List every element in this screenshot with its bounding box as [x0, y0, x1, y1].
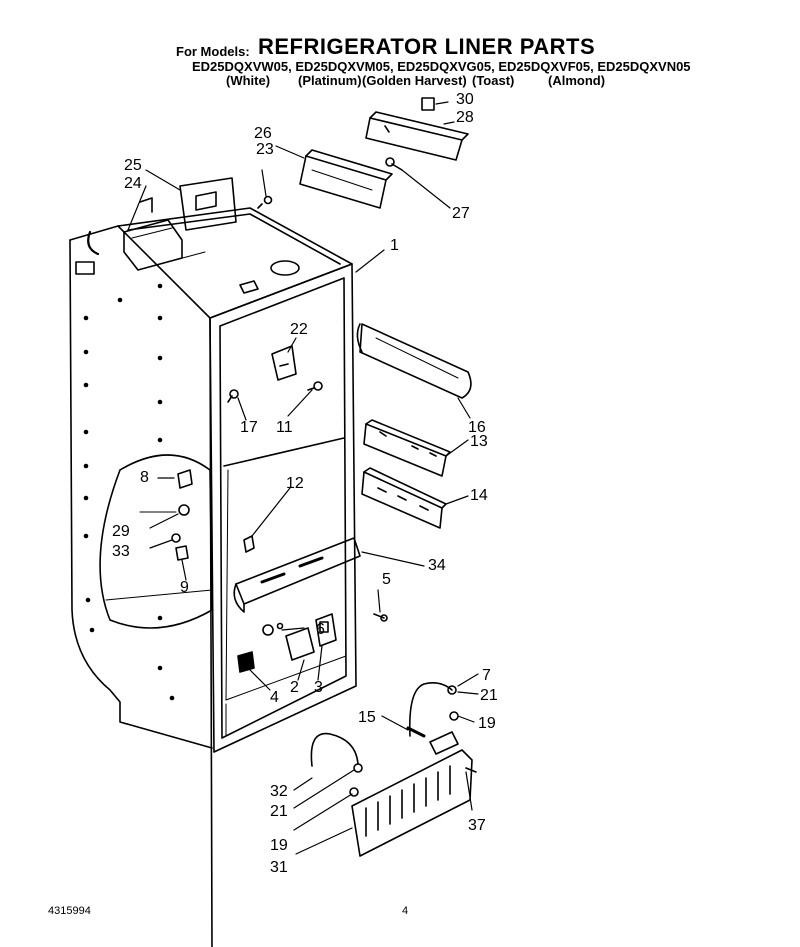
- page-header: For Models: REFRIGERATOR LINER PARTS ED2…: [0, 0, 800, 95]
- liner-cabinet: [69, 207, 357, 947]
- part-9: [175, 545, 189, 561]
- callout-6: 6: [316, 621, 325, 638]
- color-white: (White): [226, 73, 271, 88]
- fittings: [349, 685, 477, 797]
- tube-32: [310, 732, 359, 767]
- part-34: [233, 537, 361, 613]
- part-8: [177, 469, 193, 489]
- callout-13: 13: [470, 433, 488, 450]
- callout-2: 2: [290, 679, 299, 696]
- part-33: [171, 533, 181, 543]
- bracket-13: [363, 419, 451, 477]
- top-bracket-26: [299, 149, 393, 209]
- color-toast: (Toast): [472, 73, 515, 88]
- leader-lines: [127, 101, 479, 855]
- model-colors: (White) (Platinum) (Golden Harvest) (Toa…: [0, 73, 800, 91]
- doc-number: 4315994: [48, 905, 91, 917]
- callout-24: 24: [124, 175, 142, 192]
- part-2-3: [285, 613, 337, 661]
- callout-19-a: 19: [478, 715, 496, 732]
- callout-11: 11: [276, 419, 293, 436]
- color-golden-harvest: (Golden Harvest): [362, 73, 467, 88]
- screw-5: [373, 613, 388, 622]
- callout-7: 7: [482, 667, 491, 684]
- bracket-14: [361, 467, 447, 529]
- callout-34: 34: [428, 557, 446, 574]
- for-models-label: For Models:: [176, 44, 250, 59]
- callout-30: 30: [456, 91, 474, 108]
- callout-3: 3: [314, 679, 323, 696]
- drain-tray-31: [351, 749, 473, 857]
- part-29: [139, 504, 190, 516]
- callout-19-b: 19: [270, 837, 288, 854]
- callout-23: 23: [256, 141, 274, 158]
- tube-7: [408, 682, 453, 737]
- callout-17: 17: [240, 419, 258, 436]
- callout-12: 12: [286, 475, 304, 492]
- callout-4: 4: [270, 689, 279, 706]
- callout-22: 22: [290, 321, 308, 338]
- callout-15: 15: [358, 709, 376, 726]
- part-4: [237, 651, 255, 673]
- callout-14: 14: [470, 487, 488, 504]
- callout-31: 31: [270, 859, 288, 876]
- callout-26: 26: [254, 125, 272, 142]
- callout-29: 29: [112, 523, 130, 540]
- color-platinum: (Platinum): [298, 73, 362, 88]
- callout-8: 8: [140, 469, 149, 486]
- top-bracket-28: [365, 97, 469, 161]
- shelf-16: [356, 323, 472, 399]
- callout-27: 27: [452, 205, 470, 222]
- part-11: [307, 381, 323, 391]
- callout-28: 28: [456, 109, 474, 126]
- model-list: ED25DQXVW05, ED25DQXVM05, ED25DQXVG05, E…: [192, 59, 691, 74]
- callout-1: 1: [390, 237, 399, 254]
- callout-25: 25: [124, 157, 142, 174]
- color-almond: (Almond): [548, 73, 606, 88]
- callout-5: 5: [382, 571, 391, 588]
- callout-37: 37: [468, 817, 486, 834]
- page-title: REFRIGERATOR LINER PARTS: [258, 34, 596, 59]
- callout-32: 32: [270, 783, 288, 800]
- part-6: [262, 622, 284, 636]
- page-number: 4: [402, 905, 409, 917]
- bracket-24-25: [123, 177, 273, 271]
- part-22: [271, 345, 297, 381]
- callout-21-b: 21: [270, 803, 288, 820]
- callout-labels: 1 2 3 4 5 6 7 8 9 11 12 13 14 15 16 17 1…: [112, 91, 498, 876]
- screw-27: [385, 157, 403, 171]
- part-12: [243, 535, 255, 553]
- callout-16: 16: [468, 419, 486, 436]
- callout-21-a: 21: [480, 687, 498, 704]
- callout-9: 9: [180, 579, 189, 596]
- callout-33: 33: [112, 543, 130, 560]
- part-17: [227, 389, 239, 403]
